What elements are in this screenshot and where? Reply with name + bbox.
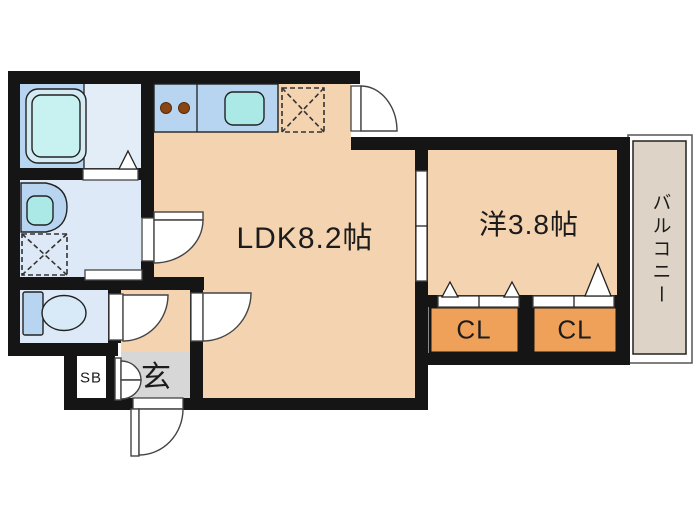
kitchen-service-door-swing	[360, 85, 398, 132]
refrigerator-space-icon	[281, 87, 325, 133]
toilet-door-swing	[122, 294, 169, 342]
stove-burner-icon	[160, 102, 172, 114]
shoebox-label: SB	[79, 369, 103, 387]
entrance-label: 玄	[141, 361, 171, 394]
wall-bedroom-balcony	[617, 137, 630, 365]
washing-machine-space-icon	[21, 233, 68, 276]
wall-toilet-south	[8, 343, 118, 356]
balcony-label: バルコニー	[649, 192, 671, 308]
wall-east-top	[351, 137, 630, 150]
toilet-tank	[22, 291, 44, 336]
bathtub-inner	[31, 94, 81, 158]
wall-left	[8, 71, 20, 356]
ldk-label: LDK8.2帖	[236, 222, 374, 255]
kitchen-door-jamb	[350, 85, 362, 132]
ldk-door-opening	[190, 292, 204, 342]
vanity-sink	[26, 195, 54, 226]
balcony-floor	[632, 140, 687, 355]
kitchen-sink	[224, 91, 265, 126]
closet-right-label: CL	[557, 314, 593, 345]
bath-folding-door-mark	[117, 149, 139, 170]
ldk-door-swing	[202, 292, 252, 342]
wall-washroom-hall	[8, 277, 204, 290]
closet-left-door-mark-1	[440, 280, 460, 298]
bathroom-floor-right	[84, 84, 141, 168]
shoebox-door-lower	[120, 379, 142, 400]
entrance-threshold	[132, 397, 184, 410]
shoebox-floor	[77, 356, 106, 398]
closet-right-door-mark	[584, 262, 612, 297]
stove-burner-icon	[178, 102, 190, 114]
washroom-door-swing	[153, 219, 204, 264]
toilet-door-opening	[108, 293, 124, 341]
wall-top	[8, 71, 360, 84]
shoebox-door-jamb	[114, 357, 122, 401]
bedroom-label: 洋3.8帖	[479, 209, 579, 240]
closet-left-door-mark-2	[502, 280, 522, 298]
wall-ldk-west-upper	[141, 84, 154, 218]
entrance-door-leaf	[130, 408, 140, 457]
wall-bottom-main	[183, 398, 428, 410]
wall-shoebox-west	[64, 356, 77, 410]
bath-door-threshold	[82, 168, 139, 181]
washroom-door-leaf	[153, 211, 204, 221]
bedroom-floor	[428, 150, 617, 295]
wall-closet-mid	[519, 307, 533, 353]
closet-left-label: CL	[456, 314, 492, 345]
wall-shoebox-east	[106, 356, 115, 400]
entrance-door-swing	[138, 408, 184, 456]
washroom-sliding-door	[84, 269, 143, 281]
toilet-bowl	[41, 294, 87, 332]
wall-bottom-left	[64, 398, 133, 410]
washroom-door-opening	[141, 217, 155, 262]
wall-closet-bottom	[415, 353, 630, 365]
